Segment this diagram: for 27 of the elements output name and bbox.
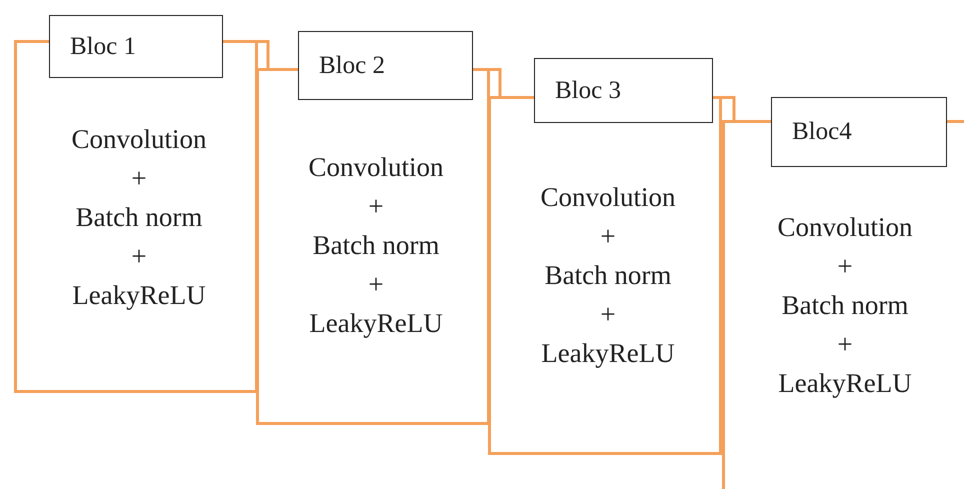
layer-text: + <box>368 190 384 223</box>
connector-line <box>720 96 736 122</box>
layer-text: + <box>600 298 616 331</box>
block-title: Bloc 3 <box>534 58 713 123</box>
layer-text: Batch norm <box>544 259 672 292</box>
layer-text: Batch norm <box>312 229 440 262</box>
block-title: Bloc 1 <box>49 15 223 78</box>
connector-line <box>488 68 502 98</box>
layer-text: + <box>131 162 147 195</box>
layer-text: + <box>600 220 616 253</box>
layer-text: + <box>131 240 147 273</box>
layer-text: Batch norm <box>76 201 202 234</box>
layer-text: LeakyReLU <box>541 337 675 370</box>
layer-text: Convolution <box>71 123 206 156</box>
layer-text: Convolution <box>308 151 444 184</box>
layer-text: + <box>837 328 853 361</box>
layer-text: LeakyReLU <box>309 307 443 340</box>
block-title: Bloc4 <box>771 97 947 167</box>
layer-text: + <box>368 268 384 301</box>
layer-text: Convolution <box>777 211 912 244</box>
layer-text: + <box>837 250 853 283</box>
layer-text: LeakyReLU <box>778 367 912 400</box>
layer-text: LeakyReLU <box>72 279 206 312</box>
layer-text: Convolution <box>540 181 676 214</box>
block-title: Bloc 2 <box>298 31 473 100</box>
connector-line <box>256 40 270 70</box>
layer-text: Batch norm <box>782 289 908 322</box>
